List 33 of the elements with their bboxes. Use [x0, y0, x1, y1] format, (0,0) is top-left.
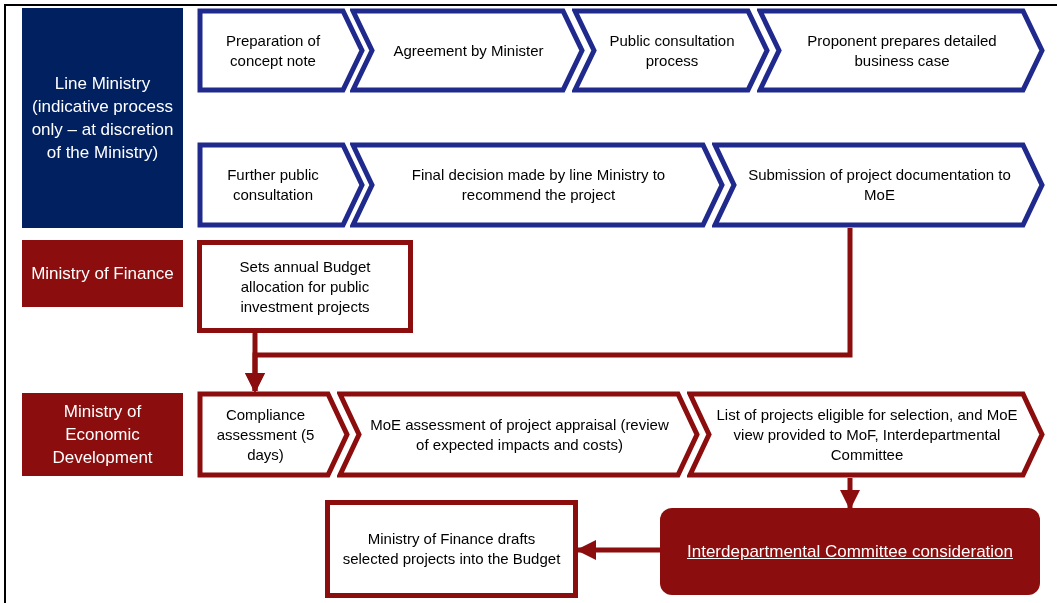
arrow — [840, 478, 860, 510]
chevron-step — [712, 142, 1045, 228]
step-text: MoE assessment of project appraisal (review of expected impacts and costs) — [369, 414, 670, 455]
chevron-step — [757, 8, 1045, 93]
step-text: Submission of project documentation to MoE — [747, 165, 1012, 205]
step-text: Further public consultation — [226, 165, 320, 205]
chevron-step — [197, 8, 365, 93]
step-text: Interdepartmental Committee consideration — [687, 541, 1013, 563]
step-text: Ministry of Finance — [31, 263, 174, 285]
lane-header — [22, 240, 183, 307]
step-text: Proponent prepares detailed business case — [806, 30, 998, 71]
process-box — [197, 240, 413, 333]
step-text: Public consultation process — [608, 30, 736, 71]
step-text: Agreement by Minister — [393, 40, 544, 61]
chevron-step — [572, 8, 770, 93]
step-text: Line Ministry (indicative process only – at discretion of the Ministry) — [30, 73, 175, 164]
step-text: Compliance assessment (5 days) — [215, 404, 316, 465]
process-box — [660, 508, 1040, 595]
arrow — [576, 540, 660, 560]
chevron-step — [197, 391, 350, 478]
step-text: Ministry of Economic Development — [51, 401, 154, 469]
step-text: List of projects eligible for selection, and MoE view provided to MoF, Interdepartmental Committee — [715, 404, 1019, 465]
chevron-step — [350, 8, 585, 93]
step-text: Ministry of Finance drafts selected projects into the Budget — [341, 529, 562, 569]
step-text: Preparation of concept note — [224, 30, 322, 71]
chevron-step — [197, 142, 365, 228]
step-text: Sets annual Budget allocation for public investment projects — [238, 256, 372, 317]
process-box — [325, 500, 578, 598]
arrow — [245, 228, 853, 393]
lane-header — [22, 393, 183, 476]
lane-header — [22, 8, 183, 228]
chevron-step — [687, 391, 1045, 478]
step-text: Final decision made by line Ministry to recommend the project — [410, 165, 667, 205]
